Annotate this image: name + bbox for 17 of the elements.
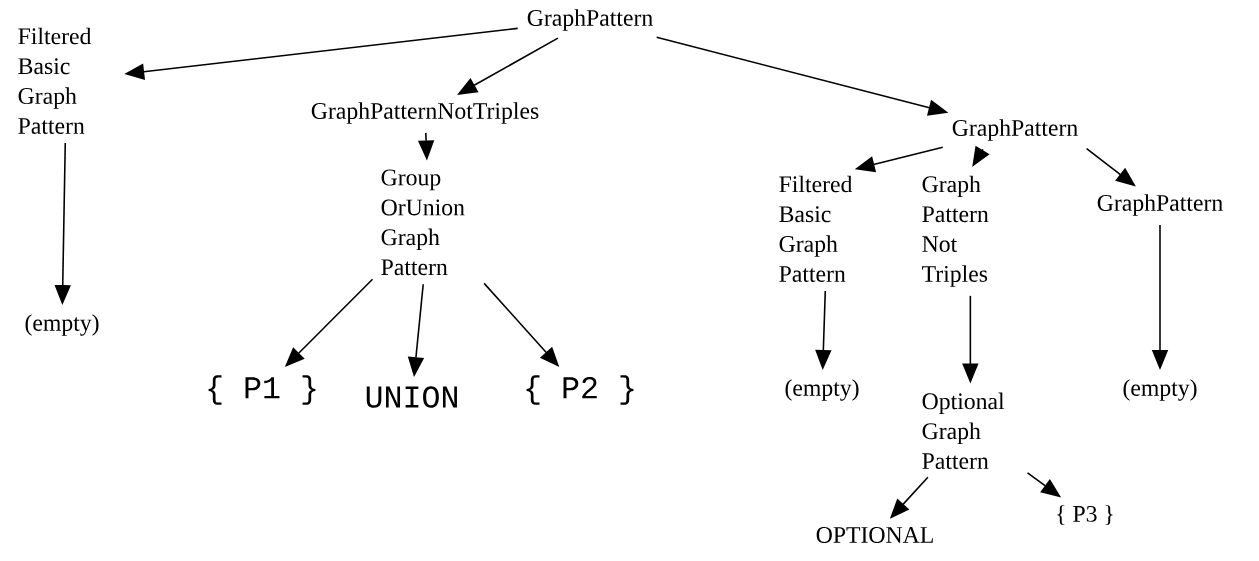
tree-label: GraphPattern <box>952 119 1078 141</box>
tree-label: (empty) <box>785 379 859 401</box>
tree-label: OPTIONAL <box>816 527 933 543</box>
tree-label: GraphPattern <box>1097 194 1223 216</box>
tree-label: (empty) <box>25 314 99 336</box>
tree-label: { P1 } <box>208 375 316 405</box>
tree-label: GraphPattern <box>527 9 653 31</box>
tree-label: Optional Graph Pattern <box>922 392 1005 470</box>
tree-label: { P2 } <box>526 375 634 405</box>
tree-label: { P3 } <box>1057 505 1113 525</box>
tree-label: Filtered Basic Graph Pattern <box>779 175 853 282</box>
tree-label: Graph Pattern Not Triples <box>922 175 989 287</box>
tree-label: UNION <box>366 386 457 408</box>
tree-label: Group OrUnion Graph Pattern <box>381 169 465 276</box>
tree-label: GraphPatternNotTriples <box>311 102 539 124</box>
tree-label: Filtered Basic Graph Pattern <box>18 27 92 134</box>
tree-label: (empty) <box>1123 379 1197 401</box>
